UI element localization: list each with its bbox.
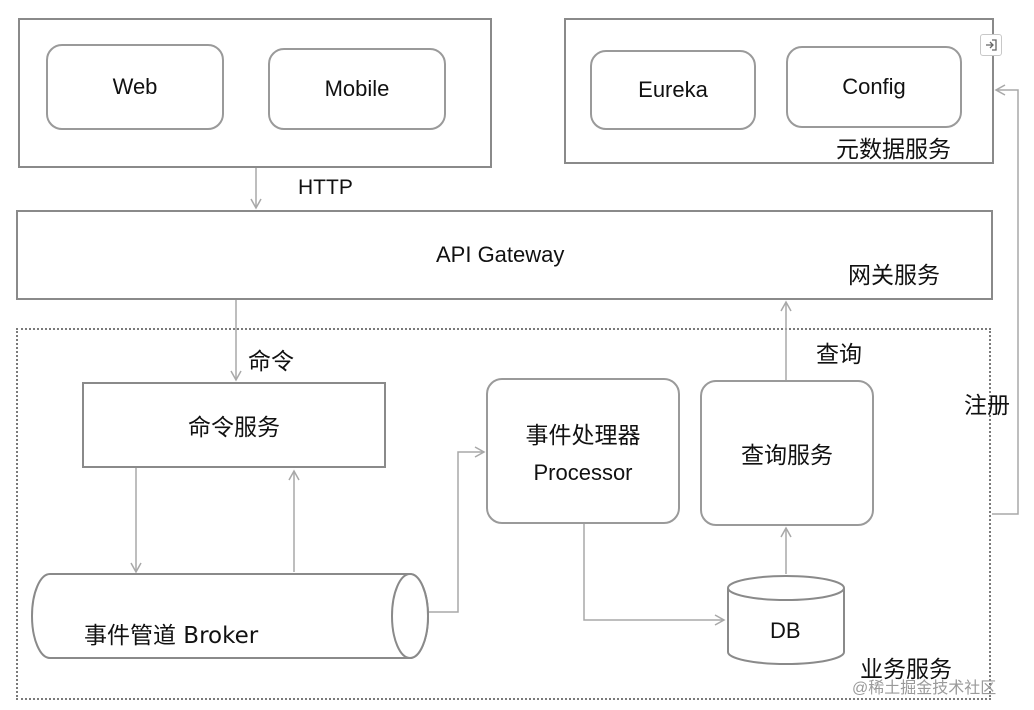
- broker-to-processor-arrow: [428, 446, 486, 613]
- command-label: 命令: [248, 349, 294, 375]
- command-service-label: 命令服务: [188, 415, 280, 441]
- gateway-service-title: 网关服务: [848, 263, 940, 289]
- http-label: HTTP: [298, 176, 353, 199]
- db-cylinder: [727, 575, 845, 665]
- mobile-node: Mobile: [268, 48, 446, 130]
- business-service-title: 业务服务: [860, 657, 952, 683]
- web-node: Web: [46, 44, 224, 130]
- broker-text: 事件管道 Broker: [84, 623, 259, 649]
- query-service-node: 查询服务: [700, 380, 874, 526]
- web-label: Web: [112, 74, 158, 99]
- broker-label: 事件管道 Broker: [84, 616, 258, 650]
- broker-cylinder: [31, 573, 429, 659]
- query-label: 查询: [816, 342, 862, 368]
- mobile-label: Mobile: [324, 76, 390, 101]
- api-gateway: [16, 210, 993, 300]
- processor-to-db-arrow: [583, 524, 726, 626]
- processor-label: Processor: [533, 460, 633, 485]
- expand-icon[interactable]: [980, 34, 1002, 56]
- metadata-service-title: 元数据服务: [836, 137, 951, 163]
- business-service-container: [16, 328, 991, 700]
- register-arrow: [992, 84, 1019, 515]
- config-node: Config: [786, 46, 962, 128]
- db-label: DB: [770, 618, 801, 643]
- eureka-node: Eureka: [590, 50, 756, 130]
- watermark: @稀土掘金技术社区: [852, 680, 997, 697]
- event-processor-node: 事件处理器 Processor: [486, 378, 680, 524]
- query-service-label: 查询服务: [741, 443, 833, 469]
- eureka-label: Eureka: [638, 77, 708, 102]
- api-gateway-label: API Gateway: [436, 242, 565, 267]
- config-label: Config: [842, 74, 906, 99]
- register-label: 注册: [964, 393, 1010, 419]
- command-service-node: 命令服务: [82, 382, 386, 468]
- event-processor-label: 事件处理器: [525, 423, 641, 449]
